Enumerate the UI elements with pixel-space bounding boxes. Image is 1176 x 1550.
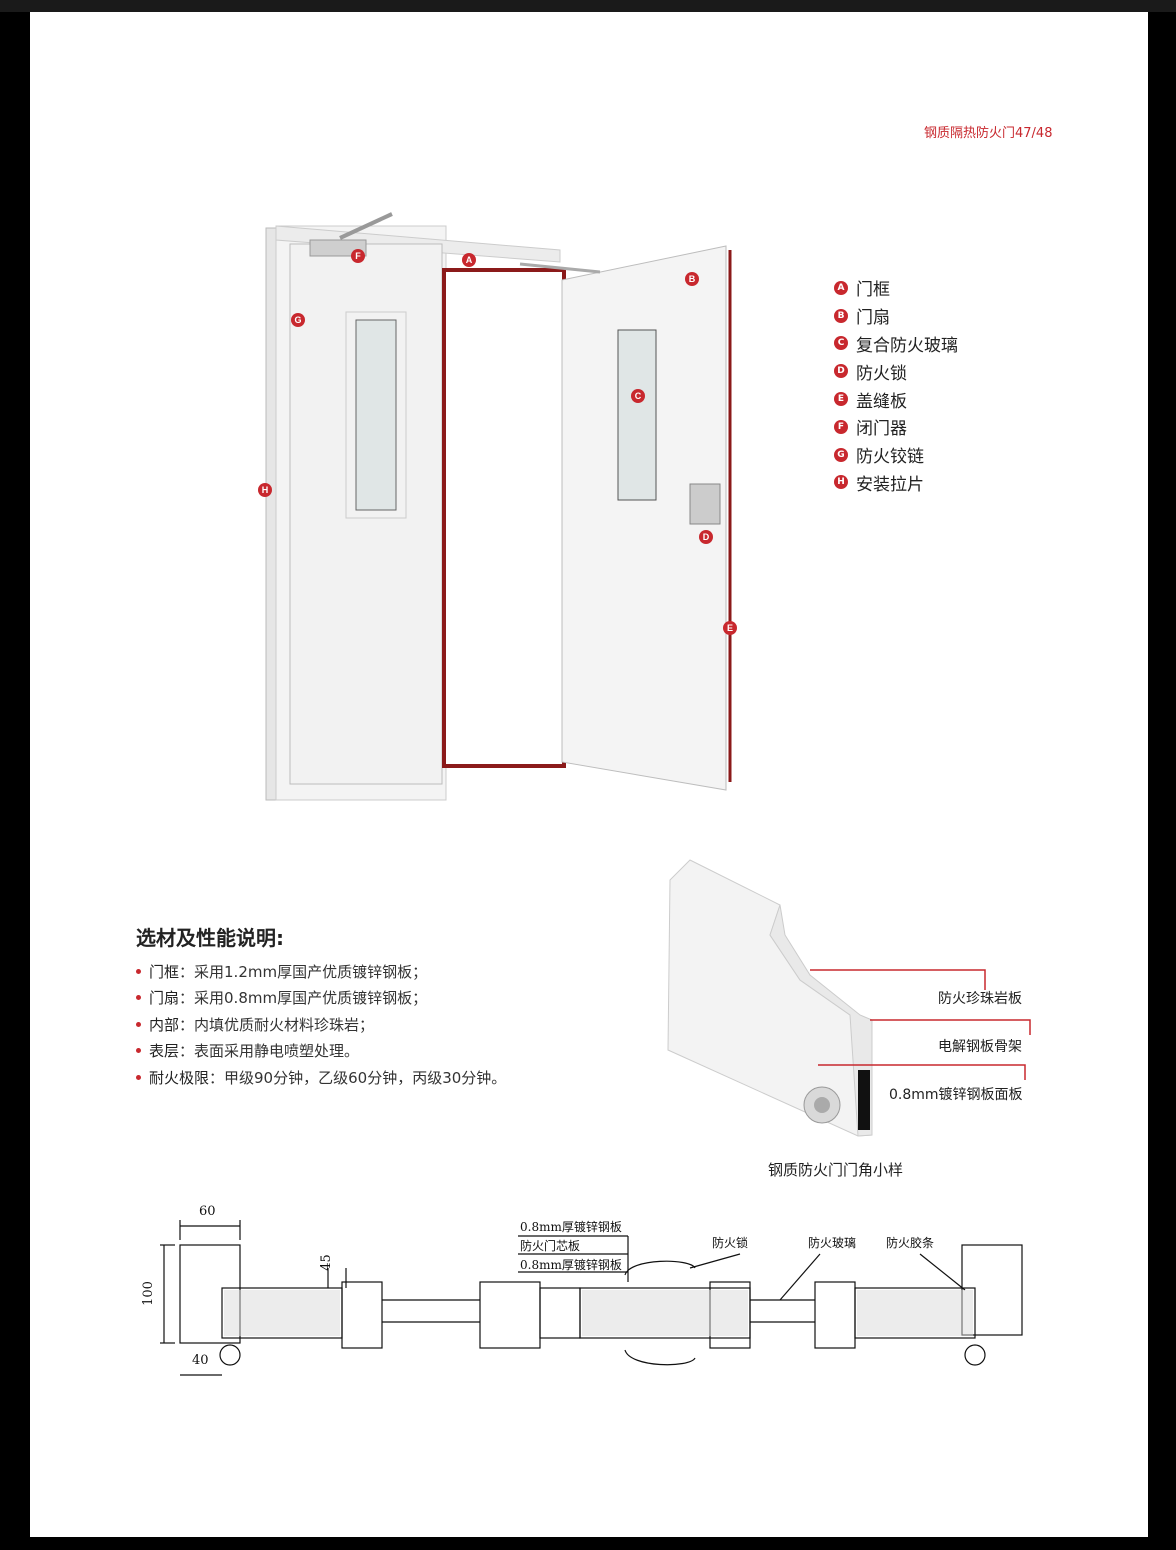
spec-term: 耐火极限 — [149, 1068, 210, 1087]
spec-item: 内部：内填优质耐火材料珍珠岩； — [136, 1011, 506, 1038]
layer-label-frame: 电解钢板骨架 — [938, 1039, 1022, 1055]
layer-label-perlite: 防火珍珠岩板 — [938, 991, 1022, 1007]
page-header-title: 钢质隔热防火门47/48 — [924, 126, 1053, 141]
legend-badge: H — [834, 475, 848, 490]
legend-item-e: E 盖缝板 — [834, 385, 958, 413]
spec-term: 门扇 — [149, 989, 180, 1008]
legend-item-h: H 安装拉片 — [834, 469, 958, 497]
spec-item: 门扇：采用0.8mm厚国产优质镀锌钢板； — [136, 985, 506, 1012]
legend-item-g: G 防火铰链 — [834, 441, 958, 469]
legend-label: 盖缝板 — [856, 391, 907, 412]
dim-hinge-offset: 40 — [192, 1353, 209, 1368]
sample-caption: 钢质防火门门角小样 — [768, 1161, 904, 1179]
bullet-icon — [136, 1021, 141, 1027]
legend-badge: D — [834, 364, 848, 379]
spec-item: 表层：表面采用静电喷塑处理。 — [136, 1038, 506, 1065]
component-legend: A 门框 B 门扇 C 复合防火玻璃 D 防火锁 E 盖缝板 F 闭门器 G 防火铰链 H 安装… — [834, 274, 958, 496]
spec-text: ：内填优质耐火材料珍珠岩； — [179, 1015, 375, 1034]
legend-label: 闭门器 — [856, 419, 907, 440]
section-layer-steel-outer: 0.8mm厚镀锌钢板 — [520, 1220, 622, 1234]
dim-leaf-thickness: 45 — [318, 1254, 334, 1271]
dim-frame-width: 60 — [199, 1204, 216, 1219]
legend-item-d: D 防火锁 — [834, 357, 958, 385]
layer-label-face-panel: 0.8mm镀锌钢板面板 — [889, 1087, 1023, 1103]
catalog-page — [30, 12, 1148, 1537]
top-strip — [0, 0, 1176, 12]
spec-item: 门框：采用1.2mm厚国产优质镀锌钢板； — [136, 958, 506, 985]
legend-item-f: F 闭门器 — [834, 413, 958, 441]
legend-badge: A — [834, 280, 848, 295]
callout-fire-glass: 防火玻璃 — [808, 1236, 857, 1250]
legend-label: 防火铰链 — [856, 447, 924, 468]
legend-label: 防火锁 — [856, 363, 907, 384]
legend-label: 复合防火玻璃 — [856, 335, 958, 356]
specs-title: 选材及性能说明: — [136, 926, 284, 950]
legend-badge: F — [834, 419, 848, 434]
spec-term: 表层 — [149, 1042, 180, 1061]
spec-term: 内部 — [149, 1015, 180, 1034]
legend-label: 门扇 — [856, 308, 890, 329]
bullet-icon — [136, 1074, 141, 1080]
spec-item: 耐火极限：甲级90分钟，乙级60分钟，丙级30分钟。 — [136, 1064, 506, 1091]
legend-badge: G — [834, 447, 848, 462]
spec-text: ：表面采用静电喷塑处理。 — [179, 1042, 360, 1061]
spec-term: 门框 — [149, 962, 180, 981]
spec-text: ：采用1.2mm厚国产优质镀锌钢板； — [179, 962, 428, 981]
specs-list: 门框：采用1.2mm厚国产优质镀锌钢板； 门扇：采用0.8mm厚国产优质镀锌钢板… — [136, 958, 506, 1091]
callout-fire-lock: 防火锁 — [712, 1236, 749, 1250]
legend-item-b: B 门扇 — [834, 302, 958, 330]
section-layer-steel-inner: 0.8mm厚镀锌钢板 — [520, 1258, 622, 1272]
spec-text: ：甲级90分钟，乙级60分钟，丙级30分钟。 — [209, 1068, 507, 1087]
section-layer-core: 防火门芯板 — [520, 1239, 581, 1253]
legend-badge: C — [834, 336, 848, 351]
legend-badge: B — [834, 308, 848, 323]
legend-label: 安装拉片 — [856, 474, 924, 495]
spec-text: ：采用0.8mm厚国产优质镀锌钢板； — [179, 989, 428, 1008]
legend-item-a: A 门框 — [834, 274, 958, 302]
legend-label: 门框 — [856, 280, 890, 301]
callout-fire-strip: 防火胶条 — [886, 1236, 935, 1250]
bullet-icon — [136, 1048, 141, 1054]
legend-item-c: C 复合防火玻璃 — [834, 330, 958, 358]
bullet-icon — [136, 968, 141, 974]
dim-frame-depth: 100 — [140, 1281, 156, 1306]
legend-badge: E — [834, 392, 848, 407]
bullet-icon — [136, 995, 141, 1001]
